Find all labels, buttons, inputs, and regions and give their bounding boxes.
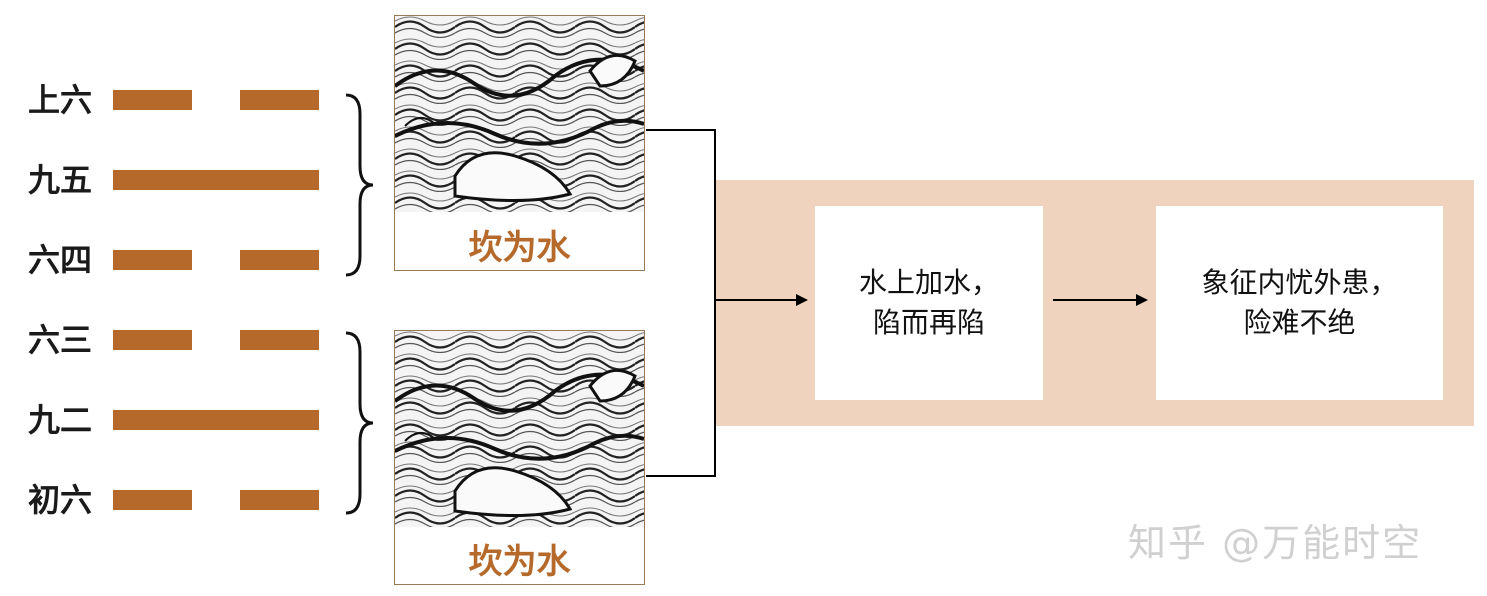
result-card-combined-line2: 陷而再陷	[872, 306, 985, 339]
wave-illustration-icon	[395, 331, 644, 527]
upper-trigram-card: 坎为水	[394, 15, 645, 271]
lower-trigram-card: 坎为水	[394, 330, 645, 585]
result-card-meaning: 象征内忧外患， 险难不绝	[1156, 206, 1443, 400]
watermark: 知乎 @万能时空	[1128, 521, 1423, 565]
yin-line-six-four	[113, 250, 319, 270]
upper-trigram-caption: 坎为水	[468, 228, 571, 268]
line-label-six-three: 六三	[28, 321, 93, 359]
yin-line-first-six	[113, 490, 319, 510]
line-label-nine-five: 九五	[28, 161, 93, 199]
line-label-six-four: 六四	[28, 241, 93, 279]
yang-line-nine-five	[113, 170, 319, 190]
result-card-meaning-line1: 象征内忧外患，	[1201, 266, 1398, 299]
yang-line-nine-two	[113, 410, 319, 430]
curly-brace-icon	[345, 93, 374, 277]
curly-brace-icon	[345, 331, 374, 515]
yin-line-six-three	[113, 330, 319, 350]
result-card-combined-line1: 水上加水，	[858, 266, 999, 299]
result-card-meaning-line2: 险难不绝	[1243, 306, 1356, 339]
yin-line-top-six	[113, 90, 319, 110]
line-label-top-six: 上六	[28, 81, 93, 119]
wave-illustration-icon	[395, 16, 644, 212]
lower-trigram-caption: 坎为水	[468, 542, 571, 582]
line-label-first-six: 初六	[28, 481, 93, 519]
line-label-nine-two: 九二	[28, 401, 93, 439]
result-card-combined: 水上加水， 陷而再陷	[815, 206, 1043, 400]
